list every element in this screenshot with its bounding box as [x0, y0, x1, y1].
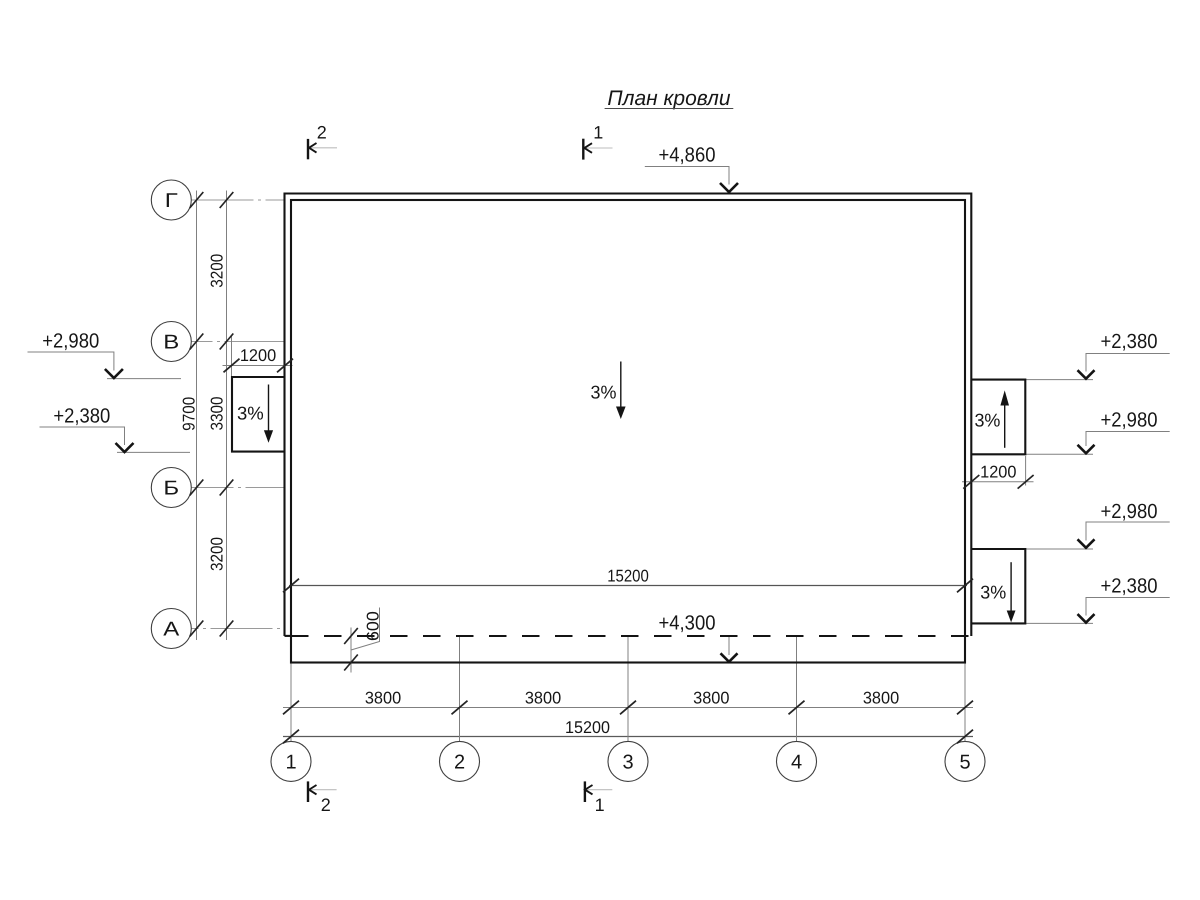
svg-text:3300: 3300: [208, 396, 227, 430]
svg-text:3%: 3%: [974, 409, 1000, 430]
svg-text:3%: 3%: [591, 381, 617, 402]
svg-text:3200: 3200: [208, 537, 227, 571]
svg-text:1: 1: [285, 751, 296, 773]
svg-text:1200: 1200: [240, 346, 276, 365]
svg-text:А: А: [163, 618, 180, 640]
svg-text:+2,980: +2,980: [1101, 409, 1158, 432]
svg-text:+2,380: +2,380: [53, 405, 110, 428]
svg-text:2: 2: [321, 795, 331, 815]
svg-text:3%: 3%: [980, 582, 1006, 603]
svg-text:+2,380: +2,380: [1101, 575, 1158, 598]
svg-text:15200: 15200: [607, 566, 649, 585]
svg-text:+4,300: +4,300: [659, 612, 716, 635]
svg-text:2: 2: [454, 751, 465, 773]
svg-text:Г: Г: [165, 190, 178, 212]
svg-text:+2,980: +2,980: [42, 330, 99, 353]
svg-text:2: 2: [317, 122, 327, 142]
svg-text:+2,980: +2,980: [1101, 500, 1158, 523]
svg-text:Б: Б: [163, 477, 179, 499]
svg-text:5: 5: [959, 751, 970, 773]
svg-text:3%: 3%: [237, 403, 264, 424]
svg-text:3200: 3200: [208, 254, 227, 288]
svg-text:В: В: [163, 331, 179, 353]
svg-text:+4,860: +4,860: [659, 144, 716, 167]
svg-text:4: 4: [791, 751, 802, 773]
svg-text:План кровли: План кровли: [607, 87, 731, 110]
svg-text:3: 3: [622, 751, 633, 773]
svg-text:3800: 3800: [863, 689, 899, 708]
svg-text:3800: 3800: [365, 689, 401, 708]
svg-text:1: 1: [595, 795, 605, 815]
svg-text:1200: 1200: [980, 463, 1016, 482]
svg-text:+2,380: +2,380: [1101, 330, 1158, 353]
svg-text:3800: 3800: [525, 689, 561, 708]
svg-text:3800: 3800: [693, 689, 729, 708]
svg-text:600: 600: [364, 611, 383, 641]
svg-text:9700: 9700: [180, 397, 199, 431]
svg-text:15200: 15200: [565, 718, 610, 737]
svg-text:1: 1: [593, 123, 603, 143]
